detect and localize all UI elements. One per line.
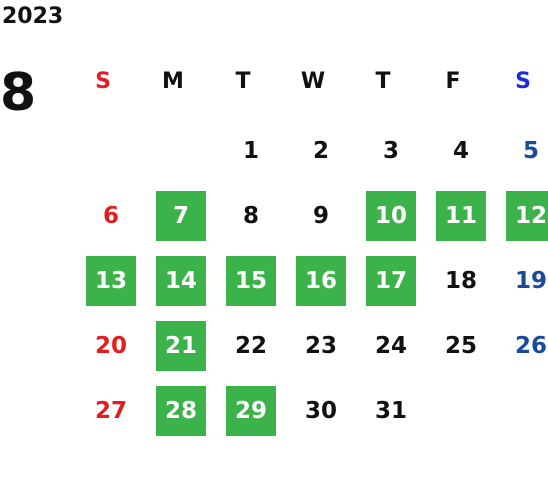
day-cell[interactable]: 28: [156, 386, 206, 436]
day-cell[interactable]: 14: [156, 256, 206, 306]
day-cell[interactable]: 9: [312, 203, 329, 229]
day-cell[interactable]: 29: [226, 386, 276, 436]
day-cell[interactable]: 3: [382, 138, 399, 164]
day-cell[interactable]: 22: [234, 333, 267, 359]
day-cell[interactable]: 6: [102, 203, 119, 229]
day-cell[interactable]: 16: [296, 256, 346, 306]
weekday-friday: F: [445, 69, 461, 94]
day-cell[interactable]: 20: [94, 333, 127, 359]
day-cell[interactable]: 25: [444, 333, 477, 359]
day-cell[interactable]: 2: [312, 138, 329, 164]
day-cell[interactable]: 1: [242, 138, 259, 164]
day-cell[interactable]: 24: [374, 333, 407, 359]
day-cell[interactable]: 13: [86, 256, 136, 306]
weekday-thursday: T: [375, 69, 391, 94]
day-cell[interactable]: 30: [304, 398, 337, 424]
day-cell[interactable]: 18: [444, 268, 477, 294]
weekday-sunday: S: [95, 69, 111, 94]
day-cell[interactable]: 31: [374, 398, 407, 424]
day-cell[interactable]: 12: [506, 191, 548, 241]
weekday-tuesday: T: [235, 69, 251, 94]
day-cell[interactable]: 19: [514, 268, 547, 294]
day-cell[interactable]: 5: [522, 138, 539, 164]
day-cell[interactable]: 15: [226, 256, 276, 306]
day-cell[interactable]: 17: [366, 256, 416, 306]
day-cell[interactable]: 10: [366, 191, 416, 241]
day-cell[interactable]: 27: [94, 398, 127, 424]
weekday-wednesday: W: [300, 69, 326, 94]
day-cell[interactable]: 7: [156, 191, 206, 241]
day-cell[interactable]: 21: [156, 321, 206, 371]
month-number: 8: [0, 63, 37, 123]
weekday-saturday: S: [515, 69, 531, 94]
day-cell[interactable]: 8: [242, 203, 259, 229]
weekday-monday: M: [162, 69, 184, 94]
day-cell[interactable]: 11: [436, 191, 486, 241]
weekday-header: S M T W T F S: [68, 62, 548, 102]
day-cell[interactable]: 26: [514, 333, 547, 359]
day-cell[interactable]: 23: [304, 333, 337, 359]
year-label: 2023: [2, 4, 64, 29]
day-cell[interactable]: 4: [452, 138, 469, 164]
